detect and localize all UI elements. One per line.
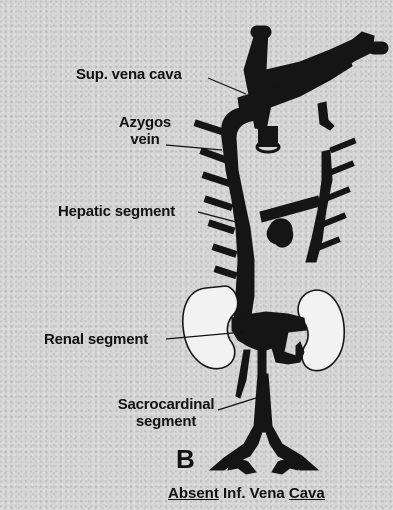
label-renal-segment: Renal segment	[44, 331, 148, 348]
label-sacrocardinal-segment: Sacrocardinal segment	[114, 396, 218, 430]
caption-part3: Cava	[289, 485, 325, 502]
label-sup-vena-cava: Sup. vena cava	[76, 66, 182, 83]
figure-caption: Absent Inf. Vena Cava	[168, 485, 325, 502]
label-sacrocardinal-line1: Sacrocardinal	[114, 396, 218, 413]
hemiazygos-shape	[260, 138, 356, 262]
label-sacrocardinal-line2: segment	[114, 413, 218, 430]
caption-part2: Inf. Vena	[223, 485, 285, 502]
label-hepatic-segment: Hepatic segment	[58, 203, 175, 220]
label-azygos-vein: Azygos vein	[116, 114, 174, 148]
caption-part1: Absent	[168, 485, 219, 502]
panel-letter: B	[176, 444, 195, 475]
right-kidney	[183, 286, 238, 369]
label-azygos-line1: Azygos	[116, 114, 174, 131]
label-azygos-line2: vein	[116, 131, 174, 148]
